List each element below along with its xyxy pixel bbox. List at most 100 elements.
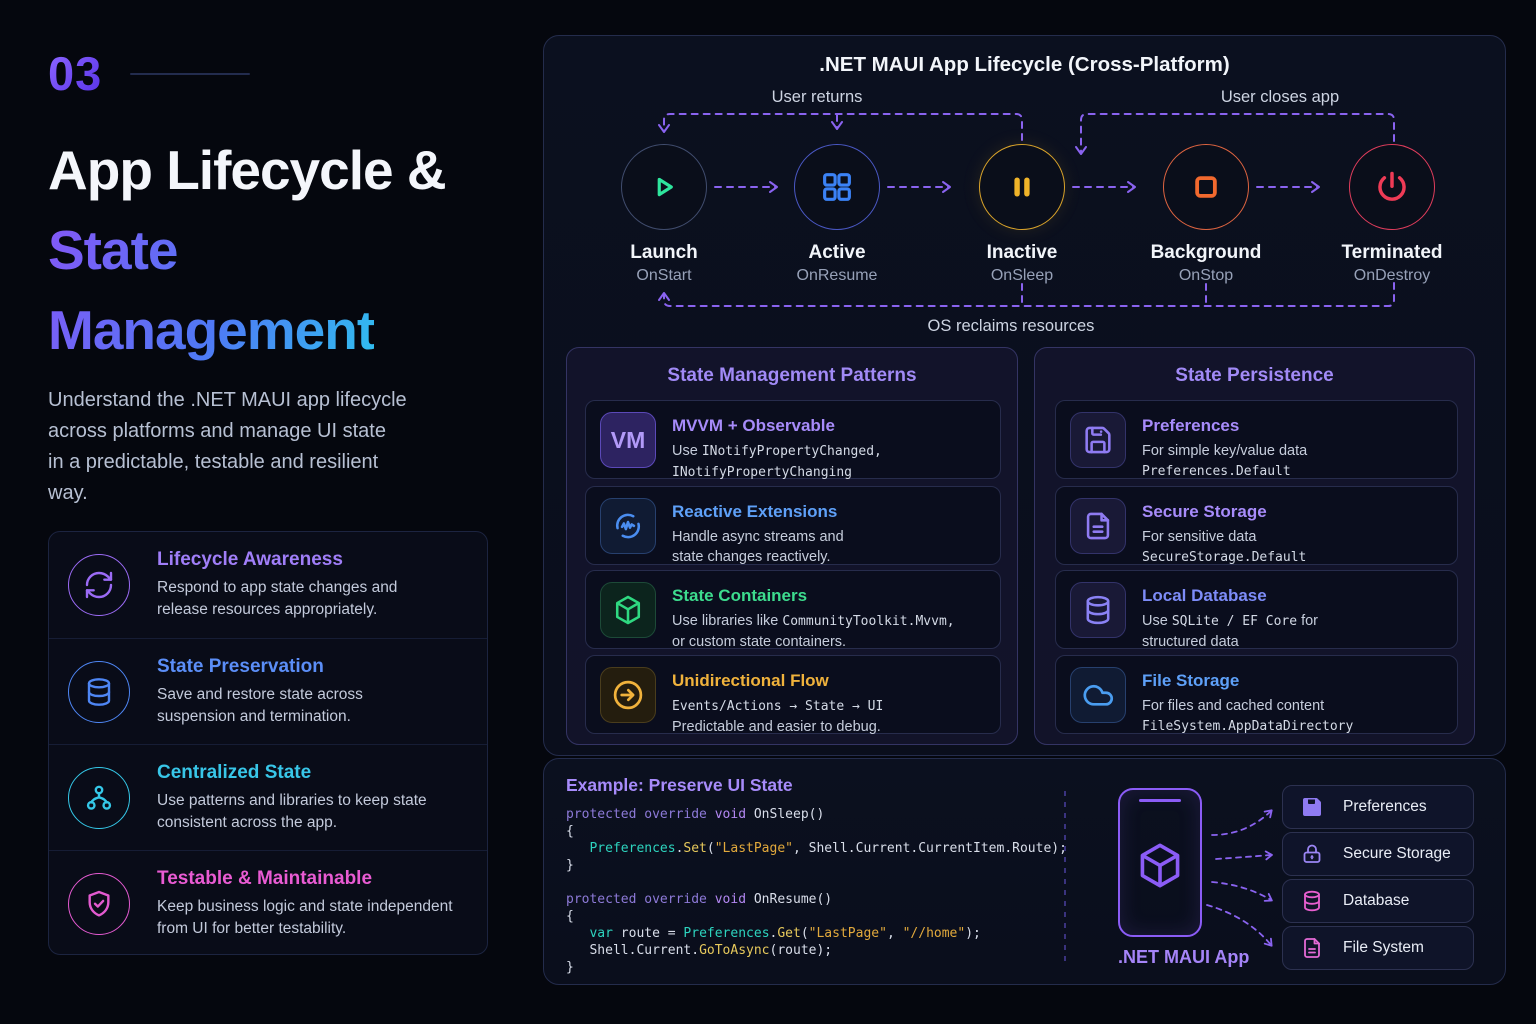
storage-label: Preferences [1343,798,1427,815]
card-desc: or custom state containers. [672,634,847,650]
card-desc: For sensitive data [1142,529,1257,545]
card-local-database: Local Database Use SQLite / EF Core for … [1055,570,1458,650]
annotation-user-returns: User returns [771,88,863,106]
section-number-row: 03 [48,46,251,101]
shield-check-icon [68,872,130,935]
lifecycle-node-active: Active OnResume [767,144,907,285]
card-title: Preferences [1142,416,1240,435]
code-line: } [566,960,574,975]
cube-icon [1129,834,1191,896]
hierarchy-icon [68,766,130,829]
panel-title: State Persistence [1175,365,1334,386]
section-number: 03 [48,47,103,100]
card-unidirectional-flow: Unidirectional Flow Events/Actions → Sta… [585,655,1001,735]
feature-desc: Save and restore state across suspension… [157,685,363,725]
feature-testable-maintainable: Testable & Maintainable Keep business lo… [49,850,487,956]
page-title: App Lifecycle & [48,139,447,201]
card-file-storage: File Storage For files and cached conten… [1055,655,1458,734]
node-name: Terminated [1341,242,1443,263]
code-line: { [566,824,574,839]
lock-icon [1300,842,1324,866]
storage-item-secure-storage: Secure Storage [1282,832,1474,876]
card-title: Unidirectional Flow [672,671,829,690]
card-state-containers: State Containers Use libraries like Comm… [585,570,1001,650]
lifecycle-node-background: Background OnStop [1136,144,1276,285]
node-name: Background [1150,242,1262,263]
feature-title: Lifecycle Awareness [157,549,343,570]
card-preferences: Preferences For simple key/value data Pr… [1055,400,1458,479]
code-block: protected override void OnSleep() { Pref… [566,806,1067,976]
node-handler: OnStop [1178,267,1234,284]
lifecycle-node-inactive: Inactive OnSleep [952,144,1092,285]
wave-icon [600,498,656,554]
floppy-icon [1070,412,1126,468]
card-desc: structured data [1142,634,1239,650]
node-name: Inactive [986,242,1058,263]
card-desc: Use INotifyPropertyChanged, [672,443,882,459]
feature-centralized-state: Centralized State Use patterns and libra… [49,744,487,850]
annotation-user-closes-app: User closes app [1220,88,1340,106]
example-title: Example: Preserve UI State [566,775,793,795]
card-desc: INotifyPropertyChanging [672,465,853,480]
feature-lifecycle-awareness: Lifecycle Awareness Respond to app state… [49,532,487,638]
node-name: Launch [630,242,698,263]
feature-desc: Respond to app state changes and release… [157,579,398,618]
feature-title: Testable & Maintainable [157,867,373,889]
database-icon [1070,582,1126,638]
node-handler: OnSleep [990,267,1054,284]
card-mvvm-observable: VM MVVM + Observable Use INotifyProperty… [585,400,1001,480]
code-line: protected override void OnResume() [566,892,833,907]
page-intro: Understand the .NET MAUI app lifecycle a… [48,389,407,504]
feature-title: Centralized State [157,761,312,783]
card-desc: state changes reactively. [672,549,831,565]
node-handler: OnDestroy [1353,267,1431,284]
lifecycle-node-launch: Launch OnStart [594,144,734,285]
floppy-icon [1300,795,1324,819]
code-line: Preferences.Set("LastPage", Shell.Curren… [589,841,1067,856]
card-title: Reactive Extensions [672,502,838,521]
card-desc: FileSystem.AppDataDirectory [1142,719,1354,734]
example-panel: Example: Preserve UI State protected ove… [543,758,1506,985]
card-desc: Handle async streams and [672,529,844,545]
lifecycle-title: .NET MAUI App Lifecycle (Cross-Platform) [819,53,1230,76]
feature-desc: Use patterns and libraries to keep state… [157,791,427,831]
code-line: Shell.Current.GoToAsync(route); [566,943,833,958]
storage-item-preferences: Preferences [1282,785,1474,829]
code-line: } [566,858,574,873]
code-line [566,874,1067,891]
storage-label: Secure Storage [1343,845,1451,862]
play-icon [621,144,707,230]
page-title-gradient: State Management [48,210,375,370]
card-desc: Predictable and easier to debug. [672,719,881,735]
card-desc: For simple key/value data [1142,443,1308,459]
node-handler: OnStart [636,267,692,284]
database-icon [1300,889,1324,913]
card-secure-storage: Secure Storage For sensitive data Secure… [1055,486,1458,565]
storage-item-database: Database [1282,879,1474,923]
card-title: Local Database [1142,586,1267,605]
feature-desc: Keep business logic and state independen… [157,897,453,937]
card-desc: Events/Actions → State → UI [672,699,884,714]
node-name: Active [808,242,866,263]
card-desc: Preferences.Default [1142,464,1291,479]
file-icon [1300,936,1324,960]
code-line: protected override void OnSleep() [566,807,825,822]
code-line: var route = Preferences.Get("LastPage", … [589,926,981,941]
app-label: .NET MAUI App [1118,947,1250,967]
code-line: { [566,909,574,924]
vm-badge: VM [600,412,656,468]
card-desc: SecureStorage.Default [1142,550,1307,565]
pause-icon [979,144,1065,230]
node-handler: OnResume [796,267,878,284]
storage-label: Database [1343,892,1410,909]
feature-state-preservation: State Preservation Save and restore stat… [49,638,487,744]
card-title: File Storage [1142,671,1240,690]
phone-frame [1118,788,1202,937]
feature-title: State Preservation [157,655,324,677]
arrow-right-circle-icon [600,667,656,723]
state-management-patterns-panel: State Management Patterns VM MVVM + Obse… [566,347,1018,745]
storage-label: File System [1343,939,1424,956]
stop-icon [1163,144,1249,230]
feature-list: Lifecycle Awareness Respond to app state… [48,531,488,955]
